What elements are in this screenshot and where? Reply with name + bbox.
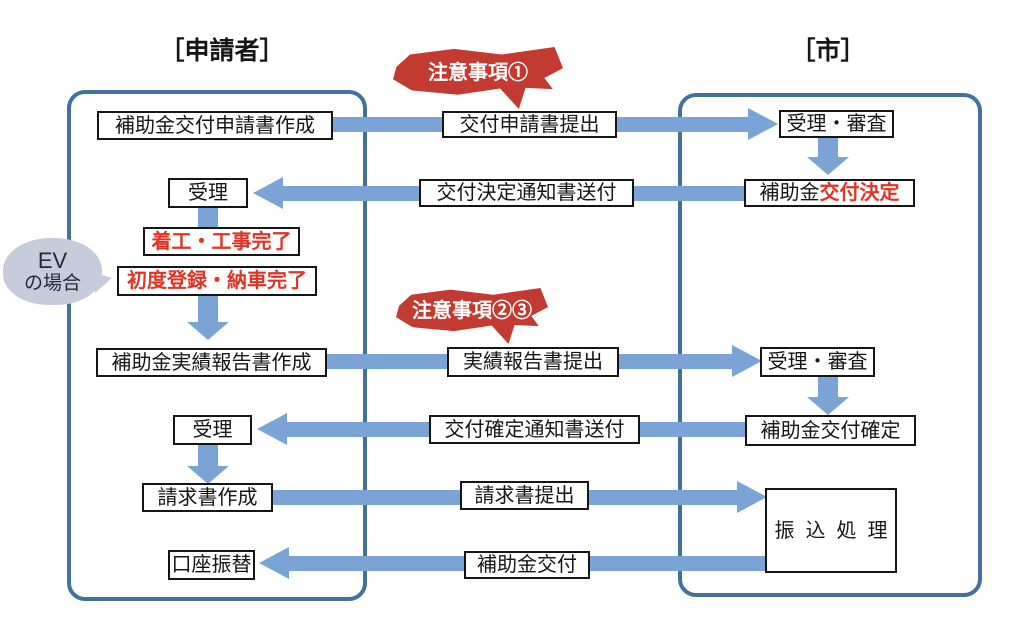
arrow-grant-payment-head [259, 547, 289, 579]
box-submit-report: 実績報告書提出 [447, 347, 619, 377]
ev-case-bubble: EV の場合 [3, 238, 102, 305]
box-send-confirmation-notice: 交付確定通知書送付 [429, 415, 640, 444]
box-account-transfer: 口座振替 [168, 550, 255, 580]
ev-case-line2: の場合 [23, 273, 81, 295]
box-construction-complete: 着工・工事完了 [143, 227, 300, 256]
arrow-send-decision-notice-head [253, 177, 283, 209]
box-create-report: 補助金実績報告書作成 [96, 348, 327, 377]
box-review-2: 受理・審査 [760, 347, 875, 377]
box-registration-complete: 初度登録・納車完了 [117, 266, 317, 296]
box-create-invoice: 請求書作成 [142, 483, 273, 512]
arrow-review-to-decision-head [807, 157, 849, 175]
notice-badge-1: 注意事項① [393, 47, 563, 109]
box-accept-decision: 受理 [168, 178, 248, 208]
ev-case-line1: EV [37, 247, 68, 273]
header-city: ［市］ [790, 37, 866, 65]
arrow-registration-to-report-head [187, 322, 229, 340]
grant-decision-prefix: 補助金 [759, 182, 820, 204]
connector-accept-to-construction [198, 206, 218, 230]
box-grant-payment: 補助金交付 [464, 551, 590, 579]
box-send-decision-notice: 交付決定通知書送付 [419, 179, 634, 207]
arrow-accept-to-invoice-head [187, 466, 229, 484]
arrow-review-to-decision-bar [818, 138, 838, 157]
box-transfer-processing: 振込処理 [765, 488, 897, 573]
box-accept-confirmation: 受理 [173, 415, 252, 445]
box-grant-decision: 補助金交付決定 [744, 179, 915, 207]
arrow-accept-to-invoice-bar [198, 444, 218, 466]
transfer-processing-label: 振込処理 [774, 519, 899, 542]
applicant-container [67, 90, 367, 601]
box-review-1: 受理・審査 [779, 110, 894, 138]
header-applicant: ［申請者］ [159, 37, 285, 65]
notice-badge-2: 注意事項②③ [396, 288, 548, 344]
arrow-registration-to-report-bar [198, 294, 218, 322]
arrow-send-confirmation-notice-head [257, 413, 287, 445]
city-container [678, 93, 982, 597]
arrow-submit-report-head [732, 345, 762, 377]
arrow-submit-invoice-head [737, 481, 767, 513]
box-create-application: 補助金交付申請書作成 [97, 111, 333, 140]
arrow-submit-application-head [748, 108, 778, 140]
arrow-review-to-confirmation-bar [818, 377, 838, 397]
box-submit-invoice: 請求書提出 [460, 481, 589, 510]
grant-decision-highlight: 交付決定 [819, 182, 900, 204]
notice-badge-2-label: 注意事項②③ [412, 299, 532, 322]
notice-badge-1-label: 注意事項① [428, 61, 528, 84]
box-grant-confirmation: 補助金交付確定 [745, 415, 916, 446]
box-submit-application: 交付申請書提出 [442, 111, 617, 138]
ev-bubble-tail-icon [95, 273, 112, 293]
arrow-review-to-confirmation-head [807, 397, 849, 415]
